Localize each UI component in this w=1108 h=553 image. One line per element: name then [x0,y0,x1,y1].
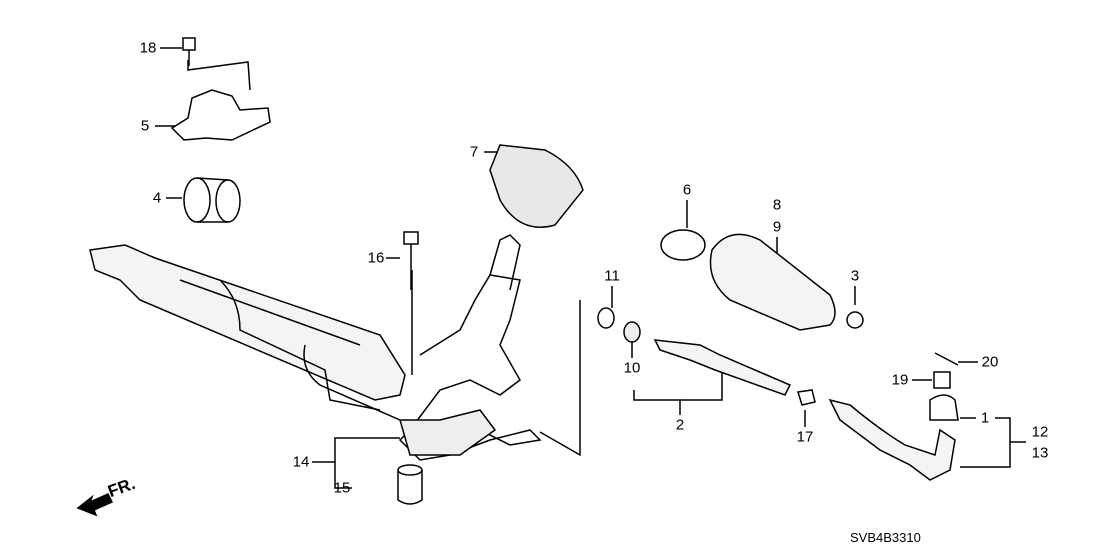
bushing-15 [397,464,423,505]
bolt-16 [403,231,419,290]
diagram-code: SVB4B3310 [850,530,921,545]
callout-11: 11 [604,267,620,285]
boot-8-9 [709,233,836,331]
leader-2b [680,370,723,401]
clamp-6 [660,229,706,261]
callout-5: 5 [140,117,150,135]
tie-rod-end-1 [828,398,956,481]
callout-14: 14 [292,453,310,471]
bolt-18 [182,37,196,66]
washer-10 [623,321,641,343]
dust-seal-7 [489,144,584,228]
callout-20: 20 [981,353,999,371]
callout-3: 3 [850,267,860,285]
seal-11 [597,307,615,329]
steering-rack-assembly [89,234,542,461]
leader-2a [633,390,681,415]
callout-7: 7 [469,143,479,161]
callout-1: 1 [980,409,990,427]
cotter-pin-20 [934,352,959,366]
callout-6: 6 [682,181,692,199]
callout-4: 4 [152,189,162,207]
tie-rod-2 [653,339,792,396]
bracket-5 [170,89,271,141]
callout-16: 16 [367,249,385,267]
leader-18b [187,60,251,91]
callout-9: 9 [772,218,782,236]
leader-rack [539,300,581,457]
callout-10: 10 [623,359,641,377]
leader-14-15 [312,437,400,489]
front-arrow-icon [76,493,114,517]
bushing-4 [183,177,211,223]
callout-19: 19 [891,371,909,389]
callout-13: 13 [1031,444,1049,462]
callout-15: 15 [333,479,351,497]
nut-17 [797,389,816,406]
callout-18: 18 [139,39,157,57]
callout-12: 12 [1031,423,1049,441]
leader-12-13 [960,417,1026,468]
callout-2: 2 [675,416,685,434]
callout-8: 8 [772,196,782,214]
callout-17: 17 [796,428,814,446]
nut-19 [933,371,951,389]
clip-3 [846,311,864,329]
